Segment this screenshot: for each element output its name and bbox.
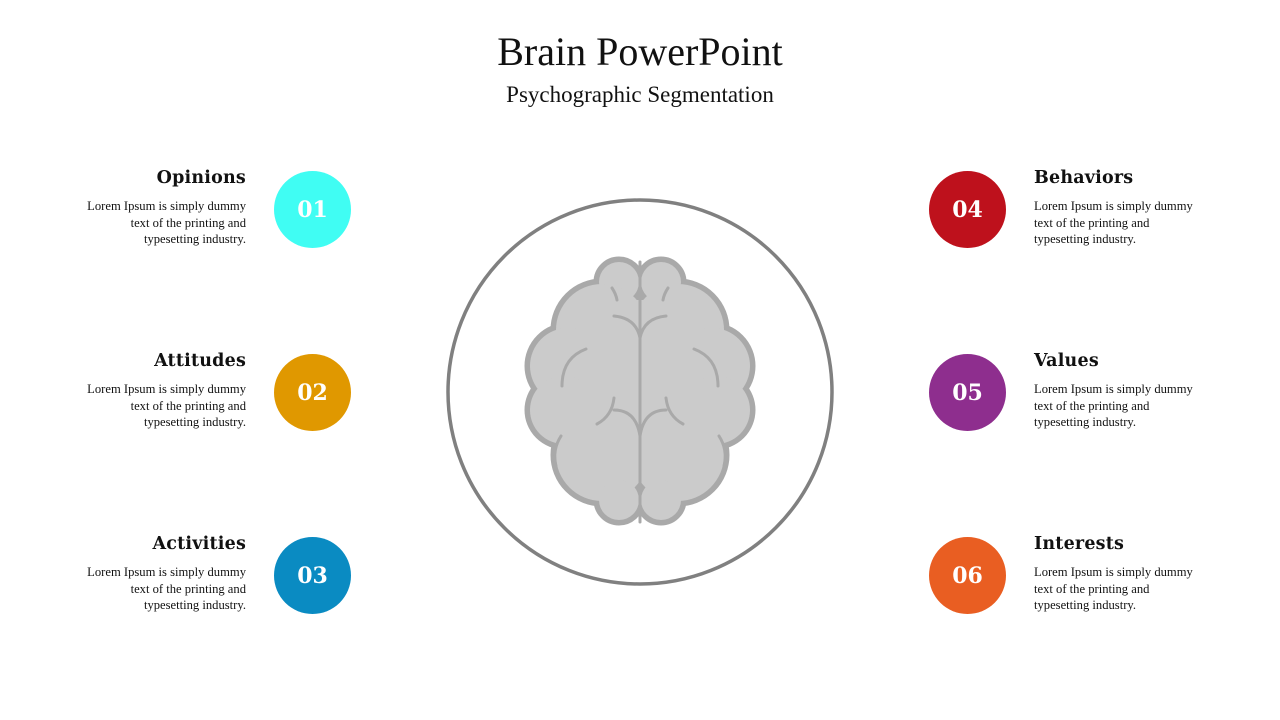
segment-behaviors: Behaviors Lorem Ipsum is simply dummy te… (1034, 168, 1204, 248)
segment-text: Lorem Ipsum is simply dummy text of the … (87, 565, 246, 613)
badge-02: 02 (274, 354, 351, 431)
segment-text: Lorem Ipsum is simply dummy text of the … (1034, 199, 1193, 247)
segment-heading: Behaviors (1034, 168, 1134, 188)
segment-heading: Interests (1034, 534, 1125, 554)
segment-values: Values Lorem Ipsum is simply dummy text … (1034, 351, 1204, 431)
segment-activities: Activities Lorem Ipsum is simply dummy t… (76, 534, 246, 614)
segment-opinions: Opinions Lorem Ipsum is simply dummy tex… (76, 168, 246, 248)
badge-05: 05 (929, 354, 1006, 431)
brain-icon (524, 256, 756, 526)
segment-text: Lorem Ipsum is simply dummy text of the … (87, 199, 246, 247)
segment-text: Lorem Ipsum is simply dummy text of the … (1034, 565, 1193, 613)
badge-04: 04 (929, 171, 1006, 248)
outer-ring (446, 198, 834, 586)
segment-attitudes: Attitudes Lorem Ipsum is simply dummy te… (76, 351, 246, 431)
badge-01: 01 (274, 171, 351, 248)
segment-heading: Values (1034, 351, 1099, 371)
badge-03: 03 (274, 537, 351, 614)
segment-heading: Activities (152, 534, 246, 554)
segment-heading: Opinions (156, 168, 246, 188)
segment-interests: Interests Lorem Ipsum is simply dummy te… (1034, 534, 1204, 614)
badge-06: 06 (929, 537, 1006, 614)
slide-subtitle: Psychographic Segmentation (506, 82, 774, 107)
segment-text: Lorem Ipsum is simply dummy text of the … (1034, 382, 1193, 430)
segment-heading: Attitudes (154, 351, 246, 371)
segment-text: Lorem Ipsum is simply dummy text of the … (87, 382, 246, 430)
slide-title: Brain PowerPoint (497, 29, 783, 74)
